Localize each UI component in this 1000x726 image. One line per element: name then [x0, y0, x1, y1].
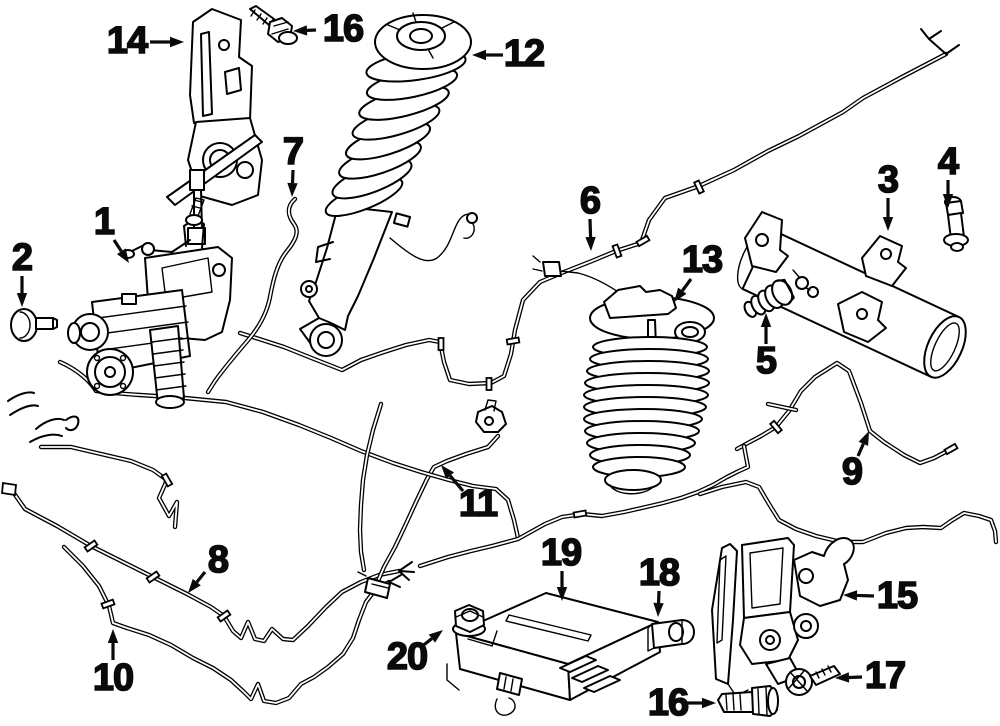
part-17-mount-bolt	[785, 665, 841, 696]
arrow-icon	[441, 465, 455, 480]
callout-17-mount-bolt[interactable]: 17	[835, 654, 907, 698]
callout-number[interactable]: 18	[638, 551, 681, 595]
arrow-icon	[428, 630, 443, 643]
arrow-icon	[293, 25, 308, 36]
callout-18-retainer-clip[interactable]: 18	[638, 551, 681, 617]
callout-number[interactable]: 16	[322, 7, 365, 51]
callout-3-air-reservoir-tank[interactable]: 3	[877, 158, 900, 231]
arrow-icon	[556, 587, 568, 601]
callout-14-ride-height-sensor[interactable]: 14	[106, 19, 184, 63]
arrow-icon	[16, 293, 28, 307]
arrow-icon	[882, 217, 894, 231]
leader-line	[195, 570, 207, 584]
arrow-icon	[287, 182, 298, 197]
callout-16-bracket-bolt[interactable]: 16	[647, 681, 716, 725]
part-2-mount-grommet	[10, 308, 58, 342]
callout-number[interactable]: 19	[540, 531, 583, 575]
part-1-air-compressor	[67, 197, 233, 409]
leader-line	[681, 278, 693, 292]
callout-19-suspension-control-module[interactable]: 19	[540, 531, 583, 601]
callout-13-rear-air-spring[interactable]: 13	[674, 238, 724, 302]
callout-number[interactable]: 9	[841, 450, 864, 494]
callout-11-air-line-with-valve[interactable]: 11	[441, 465, 500, 526]
arrow-icon	[702, 697, 716, 709]
arrow-icon	[843, 590, 858, 601]
arrow-icon	[170, 36, 184, 48]
callout-4-tank-bolt[interactable]: 4	[937, 140, 961, 208]
callout-number[interactable]: 5	[755, 339, 779, 383]
callout-7-air-hose[interactable]: 7	[282, 130, 305, 197]
part-19-control-module	[446, 592, 661, 716]
callout-number[interactable]: 7	[282, 130, 305, 174]
callout-number[interactable]: 8	[207, 538, 230, 582]
callout-2-mount-grommet[interactable]: 2	[11, 236, 34, 307]
callout-8-air-line[interactable]: 8	[188, 538, 230, 593]
leader-line	[856, 443, 865, 457]
leader-line	[448, 474, 465, 493]
part-18-retainer-clip	[647, 619, 695, 652]
callout-number[interactable]: 1	[93, 200, 117, 244]
leader-line	[588, 218, 593, 238]
part-15-valve-bracket-assembly	[711, 537, 855, 697]
callout-number[interactable]: 15	[876, 574, 920, 618]
callout-15-valve-bracket-assembly[interactable]: 15	[843, 574, 920, 618]
callout-number[interactable]: 14	[106, 19, 150, 63]
callout-number[interactable]: 17	[864, 654, 907, 698]
arrow-icon	[942, 194, 954, 208]
callout-number[interactable]: 16	[647, 681, 690, 725]
callout-20-module-nut[interactable]: 20	[386, 630, 443, 679]
callout-number[interactable]: 12	[503, 32, 546, 76]
arrow-icon	[107, 629, 119, 643]
arrow-icon	[585, 236, 596, 251]
callout-5-rubber-insulator[interactable]: 5	[755, 313, 779, 383]
leader-line	[856, 593, 875, 598]
part-3-air-reservoir-tank	[736, 211, 967, 379]
part-4-tank-bolt	[943, 196, 969, 252]
arrow-icon	[653, 602, 664, 617]
arrow-icon	[760, 313, 772, 327]
arrow-icon	[472, 49, 486, 61]
callout-number[interactable]: 20	[386, 635, 429, 679]
part-20-module-nut	[452, 604, 486, 637]
part-13-rear-air-spring	[532, 255, 715, 495]
callout-number[interactable]: 2	[11, 236, 34, 280]
arrow-icon	[116, 248, 129, 263]
leader-line	[112, 239, 123, 253]
callout-10-air-line-lower[interactable]: 10	[92, 629, 135, 700]
callout-number[interactable]: 6	[579, 179, 602, 223]
part-16-sensor-bolt	[249, 5, 298, 45]
callout-number[interactable]: 10	[92, 656, 135, 700]
callout-16-sensor-bolt[interactable]: 16	[293, 7, 365, 51]
part-12-front-air-strut	[299, 12, 478, 357]
callout-1-air-compressor-assembly[interactable]: 1	[93, 200, 129, 263]
arrow-icon	[188, 578, 201, 593]
part-14-ride-height-sensor	[121, 8, 263, 259]
part-16-bracket-bolt	[717, 685, 779, 717]
callout-number[interactable]: 13	[681, 238, 724, 282]
air-line-network	[1, 28, 996, 703]
part-5-rubber-insulator	[743, 278, 795, 318]
leader-line	[420, 637, 433, 649]
part-11-line-valve	[357, 399, 507, 599]
arrow-icon	[835, 672, 850, 683]
callout-9-air-line-rear[interactable]: 9	[841, 431, 869, 494]
callout-12-front-air-strut[interactable]: 12	[472, 32, 546, 76]
arrow-icon	[858, 431, 869, 446]
callout-6-air-line-front[interactable]: 6	[579, 179, 602, 251]
arrow-icon	[674, 287, 687, 302]
callout-number[interactable]: 4	[937, 140, 961, 184]
callout-number[interactable]: 11	[458, 482, 500, 526]
callout-number[interactable]: 3	[877, 158, 900, 202]
